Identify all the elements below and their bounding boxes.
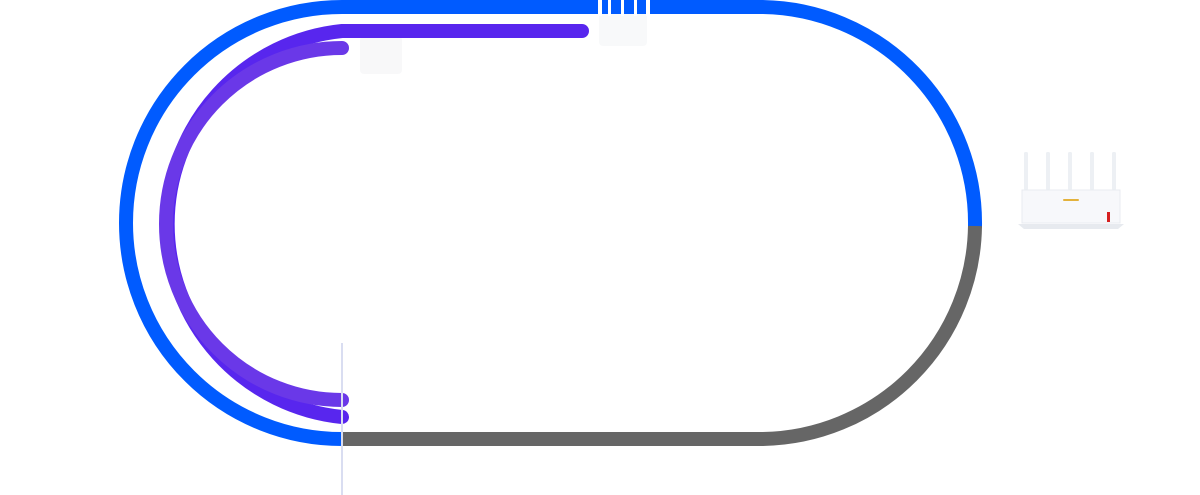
outer-track-remaining-gray bbox=[342, 225, 982, 446]
outer-track-blue bbox=[119, 0, 983, 446]
ghost-router-right-icon bbox=[599, 10, 647, 46]
inner-track-2 bbox=[159, 41, 349, 407]
track-separators bbox=[598, 0, 650, 16]
router-icon bbox=[1018, 152, 1124, 229]
